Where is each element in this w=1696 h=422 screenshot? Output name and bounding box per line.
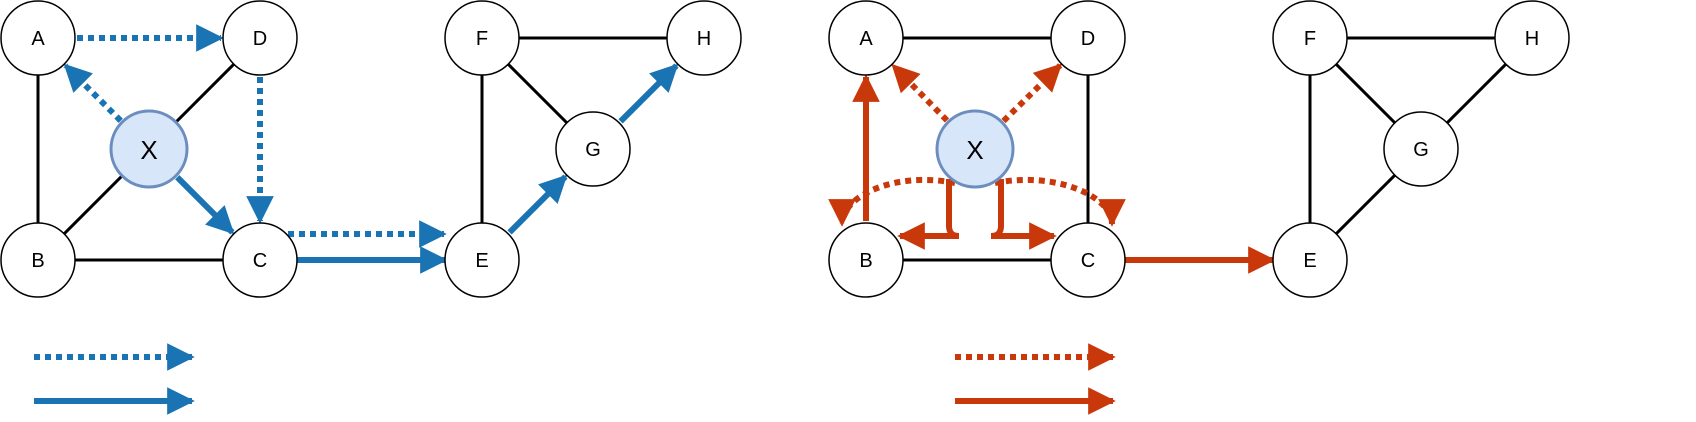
node-e: E bbox=[1272, 222, 1348, 298]
node-label: C bbox=[253, 250, 267, 272]
node-label: H bbox=[1525, 28, 1539, 50]
node-h: H bbox=[666, 0, 742, 76]
legend-left bbox=[34, 343, 195, 415]
node-f: F bbox=[1272, 0, 1348, 76]
node-x: X bbox=[935, 109, 1015, 189]
node-circle bbox=[1494, 0, 1570, 76]
node-a: A bbox=[828, 0, 904, 76]
node-label: X bbox=[966, 135, 983, 165]
node-circle bbox=[666, 0, 742, 76]
node-label: A bbox=[859, 28, 873, 50]
node-label: X bbox=[140, 135, 157, 165]
node-label: D bbox=[1081, 28, 1095, 50]
edge-g-e bbox=[1335, 174, 1396, 235]
edge-g-h bbox=[1446, 63, 1507, 124]
arrow-x-b-dotted-curve bbox=[828, 176, 956, 227]
node-circle bbox=[1050, 0, 1126, 76]
node-label: F bbox=[476, 28, 488, 50]
diagram-panel-left: A D B C X F H G E bbox=[0, 0, 742, 415]
node-e: E bbox=[444, 222, 520, 298]
node-circle bbox=[0, 222, 76, 298]
node-label: B bbox=[31, 250, 44, 272]
node-circle bbox=[0, 0, 76, 76]
arrow-x-b-solid-elbow bbox=[897, 179, 960, 250]
node-c: C bbox=[1050, 222, 1126, 298]
node-circle bbox=[935, 109, 1015, 189]
arrow-g-h-solid bbox=[618, 63, 679, 124]
edge-b-x bbox=[63, 174, 124, 235]
node-circle bbox=[444, 0, 520, 76]
node-d: D bbox=[222, 0, 298, 76]
node-g: G bbox=[1383, 111, 1459, 187]
node-g: G bbox=[555, 111, 631, 187]
arrow-x-c-solid bbox=[175, 175, 235, 235]
node-c: C bbox=[222, 222, 298, 298]
node-circle bbox=[1050, 222, 1126, 298]
node-circle bbox=[109, 109, 189, 189]
node-circle bbox=[1383, 111, 1459, 187]
node-circle bbox=[828, 222, 904, 298]
node-h: H bbox=[1494, 0, 1570, 76]
node-circle bbox=[828, 0, 904, 76]
node-circle bbox=[1272, 0, 1348, 76]
arrow-e-g-solid bbox=[507, 174, 568, 235]
edge-x-d bbox=[174, 63, 235, 124]
node-label: A bbox=[31, 28, 45, 50]
legend-right bbox=[955, 343, 1116, 415]
arrow-x-c-dotted-curve bbox=[994, 176, 1126, 227]
arrow-x-d-dotted bbox=[1001, 63, 1063, 124]
node-circle bbox=[444, 222, 520, 298]
arrow-x-c-solid-elbow bbox=[990, 179, 1057, 250]
node-a: A bbox=[0, 0, 76, 76]
node-circle bbox=[222, 0, 298, 76]
node-label: D bbox=[253, 28, 267, 50]
arrow-x-a-dotted bbox=[63, 63, 123, 123]
edge-f-g bbox=[1335, 63, 1396, 124]
node-b: B bbox=[828, 222, 904, 298]
node-circle bbox=[1272, 222, 1348, 298]
node-label: E bbox=[1303, 250, 1316, 272]
node-label: F bbox=[1304, 28, 1316, 50]
node-label: G bbox=[585, 139, 601, 161]
node-d: D bbox=[1050, 0, 1126, 76]
node-circle bbox=[555, 111, 631, 187]
arrow-x-a-dotted bbox=[891, 63, 950, 123]
node-circle bbox=[222, 222, 298, 298]
node-label: G bbox=[1413, 139, 1429, 161]
node-f: F bbox=[444, 0, 520, 76]
node-label: H bbox=[697, 28, 711, 50]
node-x: X bbox=[109, 109, 189, 189]
node-label: B bbox=[859, 250, 872, 272]
node-label: E bbox=[475, 250, 488, 272]
edge-f-g bbox=[507, 63, 568, 124]
node-label: C bbox=[1081, 250, 1095, 272]
diagram-panel-right: A D B C X F H G E bbox=[828, 0, 1570, 415]
node-b: B bbox=[0, 222, 76, 298]
